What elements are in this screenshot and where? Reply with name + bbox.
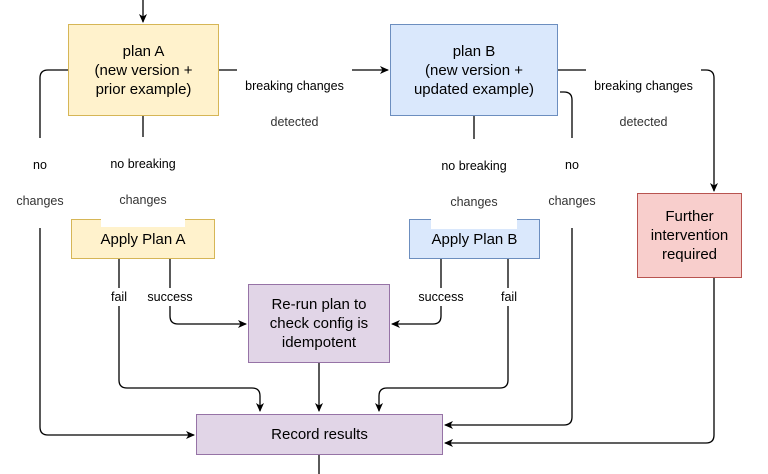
edge-further-to-record xyxy=(444,278,715,447)
apply-plan-a-node: Apply Plan A xyxy=(71,219,215,259)
edge-apply-b-success xyxy=(391,259,442,328)
label-text: changes xyxy=(548,194,596,208)
further-intervention-node: Further intervention required xyxy=(637,193,742,278)
label-text: no xyxy=(565,158,579,172)
label-success-b: success xyxy=(413,288,469,306)
edge-apply-b-fail xyxy=(375,259,509,412)
label-text: no breaking xyxy=(441,159,507,173)
record-results-node: Record results xyxy=(196,414,443,455)
label-text: no breaking xyxy=(110,157,176,171)
label-text: changes xyxy=(119,193,167,207)
label-fail-a: fail xyxy=(105,288,133,306)
label-fail-b: fail xyxy=(496,288,522,306)
label-text: breaking changes xyxy=(594,79,693,93)
rerun-plan-node: Re-run plan to check config is idempoten… xyxy=(248,284,390,363)
label-text: changes xyxy=(16,194,64,208)
label-breaking-changes-a: breaking changes detected xyxy=(237,59,352,149)
plan-b-node: plan B (new version + updated example) xyxy=(390,24,558,116)
label-text: no xyxy=(33,158,47,172)
label-success-a: success xyxy=(142,288,198,306)
label-breaking-changes-b: breaking changes detected xyxy=(586,59,701,149)
edge-plan-b-no-changes xyxy=(444,91,573,429)
label-text: changes xyxy=(450,195,498,209)
label-text: breaking changes xyxy=(245,79,344,93)
edge-plan-a-no-changes xyxy=(39,69,195,439)
label-no-changes-a: no changes xyxy=(10,138,70,228)
label-text: detected xyxy=(270,115,319,129)
edge-apply-a-fail xyxy=(118,259,264,412)
edge-plan-b-to-further xyxy=(558,69,718,192)
label-no-changes-b: no changes xyxy=(542,138,602,228)
label-no-breaking-b: no breaking changes xyxy=(431,139,517,229)
label-no-breaking-a: no breaking changes xyxy=(101,137,185,227)
plan-a-node: plan A (new version + prior example) xyxy=(68,24,219,116)
edge-apply-a-success xyxy=(169,259,247,328)
label-text: detected xyxy=(619,115,668,129)
